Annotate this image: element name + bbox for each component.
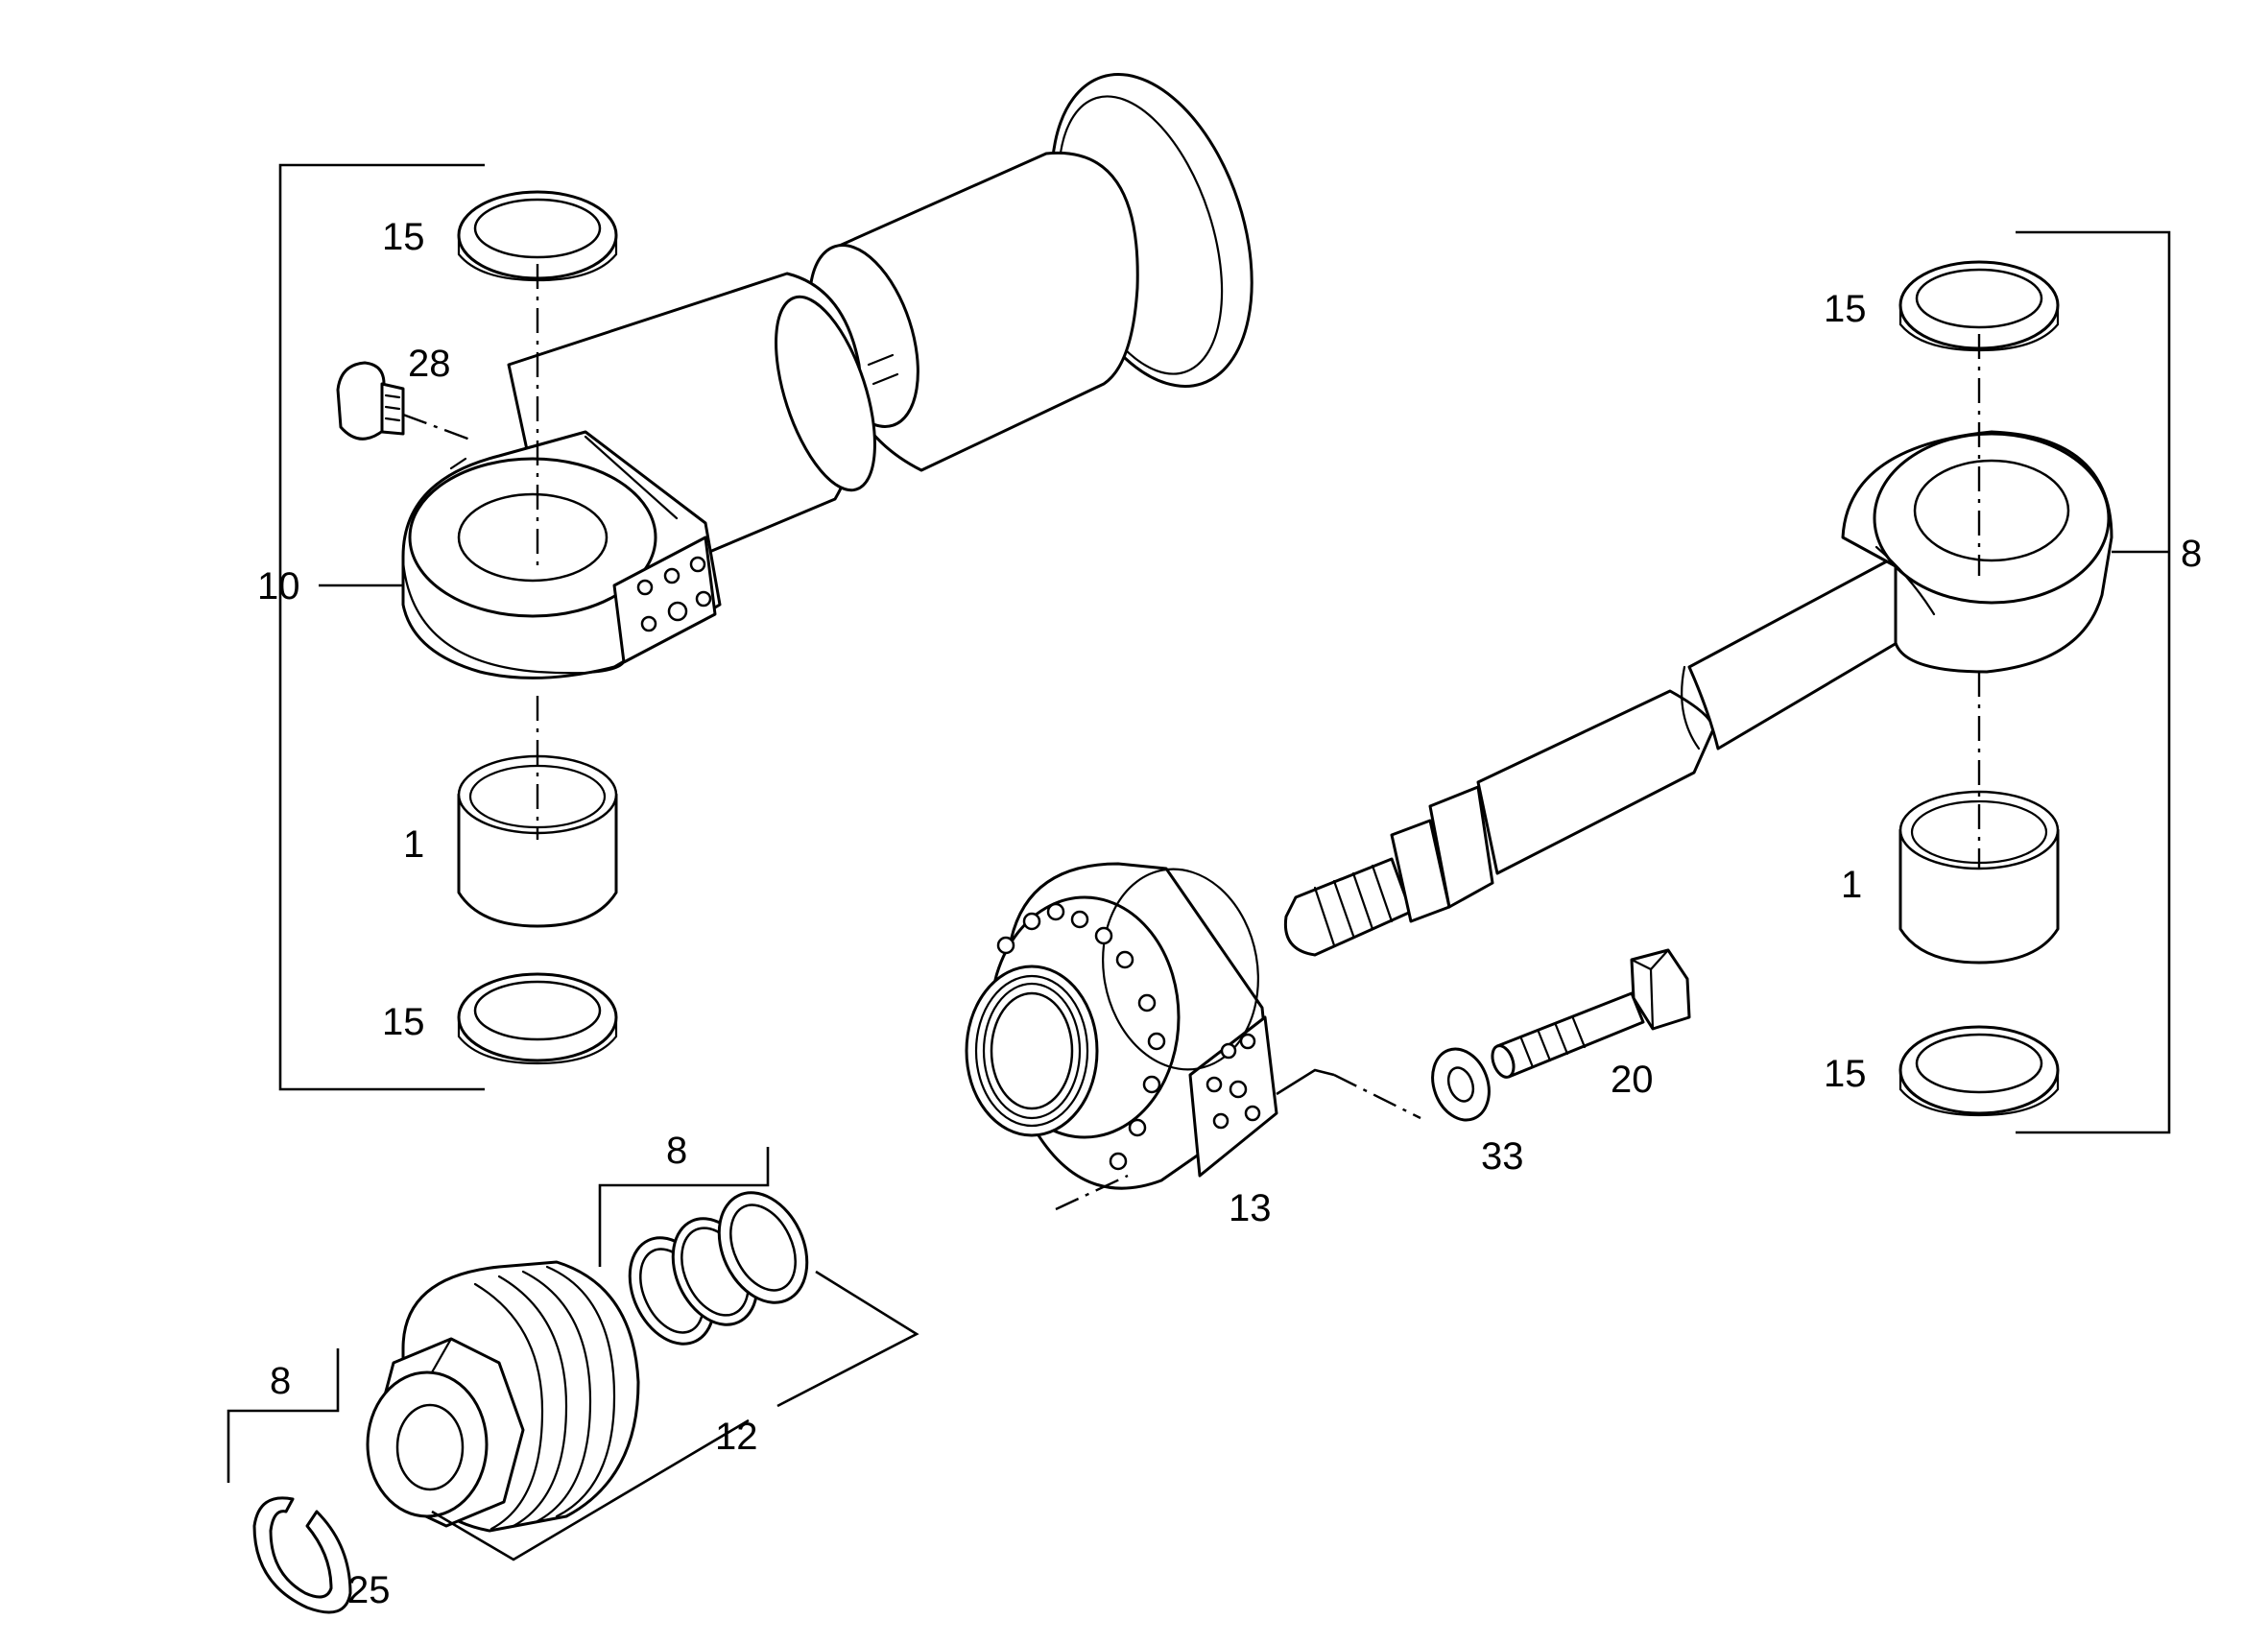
callout-snap-ring: 25 (347, 1569, 391, 1611)
callout-guide-head: 13 (1229, 1187, 1272, 1229)
callout-rod-assembly: 8 (2181, 533, 2202, 575)
grease-nipple (336, 361, 405, 441)
seal-ring-3 (717, 1191, 809, 1304)
piston-rod (1283, 430, 2113, 957)
assembly-axes (402, 264, 1981, 1211)
callout-left-bushing: 1 (403, 823, 424, 866)
callout-left-top-ring: 15 (382, 216, 425, 258)
callout-right-bushing: 1 (1841, 864, 1862, 906)
guide-head (965, 862, 1278, 1190)
callout-right-bottom-ring: 15 (1824, 1053, 1867, 1095)
callout-washer: 33 (1481, 1135, 1524, 1178)
callout-bolt: 20 (1611, 1059, 1654, 1101)
piston (366, 1260, 640, 1533)
snap-ring (252, 1496, 352, 1614)
bolt (1491, 948, 1691, 1079)
leader-lines (227, 163, 2171, 1561)
callout-seal-kit-upper: 8 (666, 1130, 687, 1172)
right-bushing (1898, 790, 2060, 965)
left-bottom-ring (457, 972, 618, 1065)
callout-seal-kit-lower: 8 (270, 1360, 291, 1402)
washer (1431, 1047, 1491, 1122)
cylinder-barrel (401, 73, 1253, 679)
callout-piston: 12 (715, 1416, 758, 1458)
left-top-ring (457, 190, 618, 282)
right-top-ring (1898, 260, 2060, 352)
callout-left-bottom-ring: 15 (382, 1001, 425, 1043)
callout-left-eye-assembly: 10 (257, 565, 300, 608)
callout-grease-nipple: 28 (408, 343, 451, 385)
callout-numbers: 15 28 10 1 15 8 12 8 25 13 33 20 15 8 1 … (257, 216, 2202, 1611)
left-bushing (457, 754, 618, 928)
callout-right-top-ring: 15 (1824, 288, 1867, 330)
right-bottom-ring (1898, 1025, 2060, 1117)
